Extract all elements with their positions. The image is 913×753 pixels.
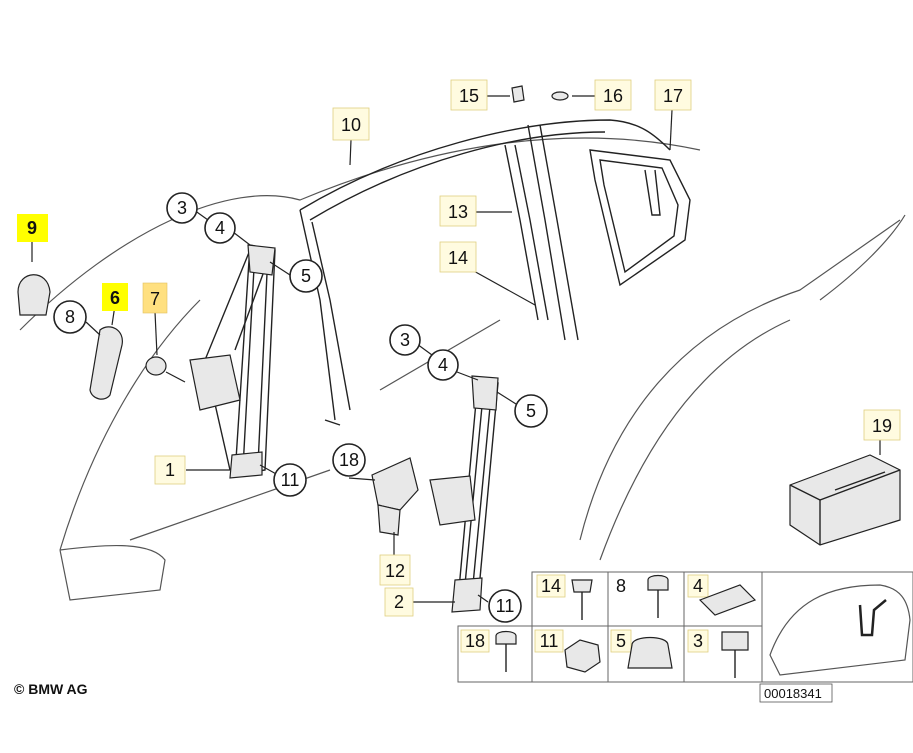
door-frame-seal bbox=[299, 119, 671, 426]
car-body-outline bbox=[19, 137, 906, 601]
front-window-regulator bbox=[189, 244, 276, 479]
label-19: 19 bbox=[872, 416, 892, 436]
label-4b: 4 bbox=[438, 355, 448, 375]
label-2: 2 bbox=[394, 592, 404, 612]
label-1: 1 bbox=[165, 460, 175, 480]
label-texts: 9 6 7 8 3 4 5 1 11 10 13 14 15 16 17 3 4… bbox=[27, 86, 892, 616]
label-10: 10 bbox=[341, 115, 361, 135]
clip-parts bbox=[511, 85, 569, 103]
guide-rail bbox=[504, 124, 579, 341]
leader-lines bbox=[31, 95, 881, 603]
legend-row2-item4: 3 bbox=[693, 631, 703, 651]
legend-row1-item3: 4 bbox=[693, 576, 703, 596]
label-15: 15 bbox=[459, 86, 479, 106]
circle-labels bbox=[53, 192, 548, 623]
label-17: 17 bbox=[663, 86, 683, 106]
legend-row1-item1: 14 bbox=[541, 576, 561, 596]
label-12: 12 bbox=[385, 561, 405, 581]
label-18: 18 bbox=[339, 450, 359, 470]
legend-row2-item2: 11 bbox=[540, 631, 559, 651]
diagram-number: 00018341 bbox=[764, 686, 822, 701]
label-5a: 5 bbox=[301, 266, 311, 286]
label-11a: 11 bbox=[281, 470, 300, 490]
rear-window-regulator bbox=[429, 375, 499, 613]
label-3b: 3 bbox=[400, 330, 410, 350]
small-parts-legend: 14 8 4 18 11 5 3 bbox=[457, 571, 913, 683]
legend-row2-item1: 18 bbox=[465, 631, 485, 651]
label-8: 8 bbox=[65, 307, 75, 327]
label-14: 14 bbox=[448, 248, 468, 268]
label-4a: 4 bbox=[215, 218, 225, 238]
legend-row2-item3: 5 bbox=[616, 631, 626, 651]
window-motor bbox=[371, 457, 419, 536]
legend-row1-item2: 8 bbox=[616, 576, 626, 596]
quarter-window bbox=[589, 149, 691, 287]
label-13: 13 bbox=[448, 202, 468, 222]
copyright-text: © BMW AG bbox=[14, 681, 88, 697]
crank-handle-parts bbox=[17, 274, 186, 400]
label-5b: 5 bbox=[526, 401, 536, 421]
label-box-backgrounds bbox=[17, 79, 901, 617]
label-7: 7 bbox=[150, 289, 160, 309]
kit-box bbox=[789, 454, 901, 546]
label-9: 9 bbox=[27, 218, 37, 238]
footer: © BMW AG 00018341 bbox=[14, 681, 833, 703]
label-6: 6 bbox=[110, 288, 120, 308]
label-11b: 11 bbox=[496, 596, 515, 616]
label-16: 16 bbox=[603, 86, 623, 106]
label-3a: 3 bbox=[177, 198, 187, 218]
